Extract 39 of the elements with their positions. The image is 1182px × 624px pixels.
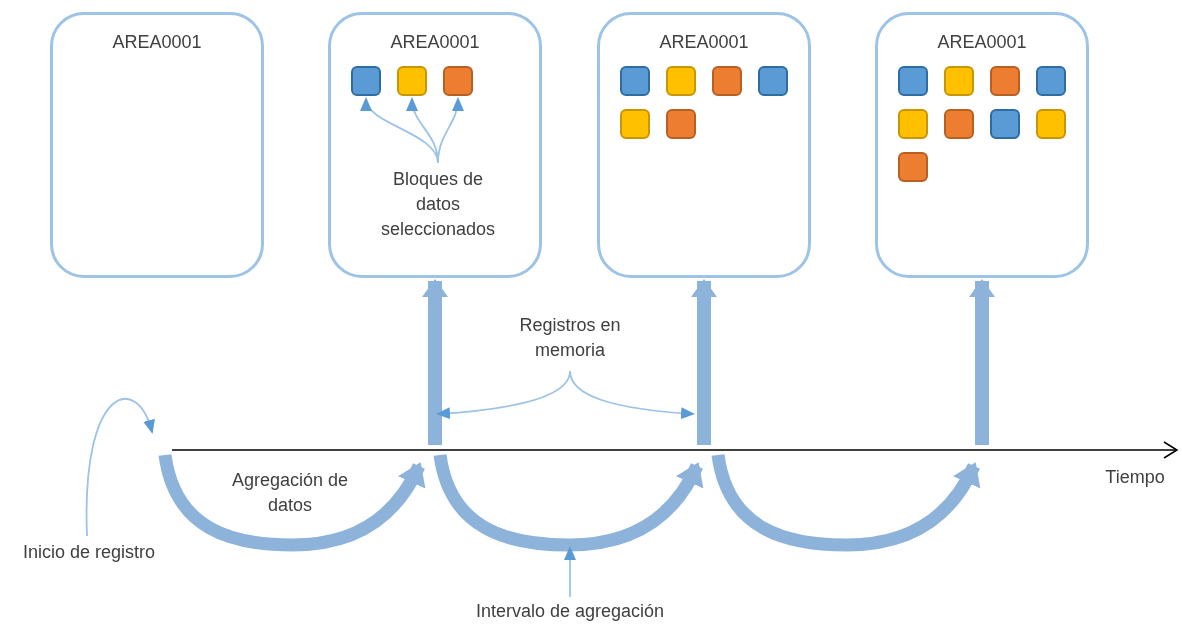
annotation-text: Inicio de registro [4, 540, 174, 565]
data-block-square [1036, 66, 1066, 96]
data-block-square [351, 66, 381, 96]
leader-arrow [564, 546, 576, 598]
panel-title: AREA0001 [111, 31, 203, 53]
annotation-text: Intervalo de agregación [445, 599, 695, 624]
data-block-square [443, 66, 473, 96]
rounded-panel [597, 12, 811, 278]
thick-arrow [422, 279, 448, 445]
panel-title: AREA0001 [936, 31, 1028, 53]
data-block-square [990, 66, 1020, 96]
data-block-square [898, 109, 928, 139]
annotation-text: Bloques de datos seleccionados [373, 167, 503, 242]
data-block-square [944, 66, 974, 96]
thick-arrow [969, 279, 995, 445]
data-block-square [990, 109, 1020, 139]
data-block-square [620, 66, 650, 96]
data-block-square [712, 66, 742, 96]
data-block-square [666, 109, 696, 139]
rounded-panel [875, 12, 1089, 278]
data-block-square [944, 109, 974, 139]
arrow [437, 97, 464, 164]
panel-title: AREA0001 [389, 31, 481, 53]
data-block-square [1036, 109, 1066, 139]
rounded-panel [328, 12, 542, 278]
rounded-panel [50, 12, 264, 278]
axis-label: Tiempo [1104, 466, 1166, 489]
leader-arrow [85, 398, 154, 537]
data-block-square [898, 66, 928, 96]
panel-title: AREA0001 [658, 31, 750, 53]
thick-arrow [691, 279, 717, 445]
data-block-square [898, 152, 928, 182]
annotation-text: Agregación de datos [230, 469, 350, 517]
annotation-text: Registros en memoria [495, 313, 645, 363]
data-block-square [758, 66, 788, 96]
data-block-square [620, 109, 650, 139]
leader-arrow [569, 370, 695, 420]
data-block-square [666, 66, 696, 96]
data-block-square [397, 66, 427, 96]
